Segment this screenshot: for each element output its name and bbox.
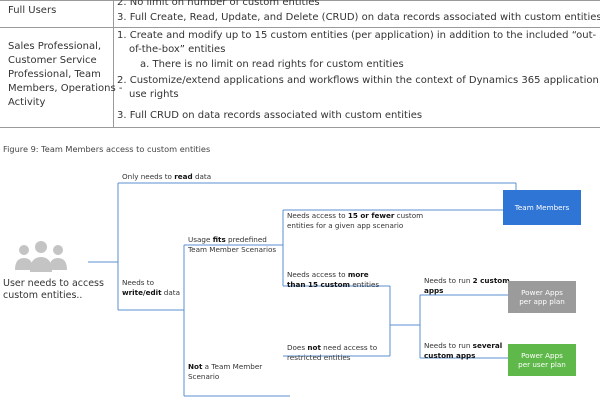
license-table: Full Users 2. No limit on number of cust… <box>0 0 600 128</box>
role-line: Members, Operations - <box>8 83 123 94</box>
user-need-line: custom entities.. <box>3 290 83 301</box>
team-item-2-cont: use rights <box>129 89 179 100</box>
table-row-divider <box>0 27 600 28</box>
role-line: Professional, Team <box>8 69 101 80</box>
full-users-item-2: 2. No limit on number of custom entities <box>117 0 320 8</box>
team-item-1-cont: of-the-box” entities <box>129 44 226 55</box>
team-item-3: 3. Full CRUD on data records associated … <box>117 110 423 121</box>
user-need-line: User needs to access <box>3 278 104 289</box>
team-item-1a: a. There is no limit on read rights for … <box>140 59 404 70</box>
full-users-item-3: 3. Full Create, Read, Update, and Delete… <box>117 12 600 23</box>
figure-caption: Figure 9: Team Members access to custom … <box>3 144 211 154</box>
role-line: Sales Professional, <box>8 41 102 52</box>
table-column-divider <box>113 0 114 128</box>
users-icon <box>15 241 67 272</box>
role-full-users: Full Users <box>8 5 57 16</box>
decision-diagram: User needs to access custom entities.. O… <box>0 160 600 400</box>
connector-lines <box>88 182 517 397</box>
read-data-label: Only needs to read data <box>122 172 212 181</box>
role-line: Customer Service <box>8 55 97 66</box>
role-line: Activity <box>8 97 46 108</box>
table-border <box>0 0 600 1</box>
team-item-1: 1. Create and modify up to 15 custom ent… <box>117 30 597 41</box>
table-border <box>0 127 600 128</box>
team-item-2: 2. Customize/extend applications and wor… <box>117 75 599 86</box>
team-members-box: Team Members <box>503 190 581 225</box>
